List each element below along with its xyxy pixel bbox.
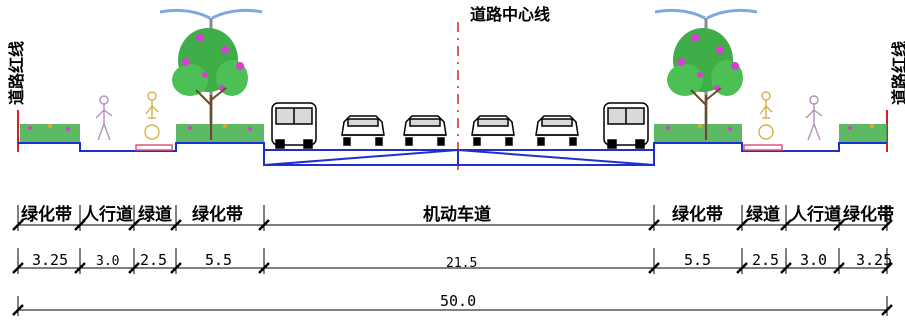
dim-tick-2-2	[128, 262, 140, 274]
bike-lane-left	[135, 144, 173, 151]
dim-tick-total-0	[12, 304, 24, 316]
dim-tick-1-3	[170, 219, 182, 231]
dim-tick-1-6	[736, 219, 748, 231]
dim-tick-1-4	[258, 219, 270, 231]
zone-label-3: 绿道	[138, 204, 172, 225]
zone-label-6: 绿化带	[672, 204, 723, 225]
shrub-strip-left-outer	[20, 124, 80, 142]
car-icon-2	[403, 115, 447, 146]
zone-label-7: 绿道	[746, 204, 780, 225]
width-value-6: 5.5	[684, 251, 711, 269]
dim-tick-1-0	[12, 219, 24, 231]
zone-label-9: 绿化带	[843, 204, 894, 225]
width-value-3: 2.5	[140, 251, 167, 269]
zone-label-5: 机动车道	[423, 204, 491, 225]
cyclist-icon-right	[758, 91, 774, 140]
zone-label-1: 绿化带	[21, 204, 72, 225]
pedestrian-icon-right	[805, 95, 823, 141]
width-value-1: 3.25	[32, 251, 68, 269]
dimension-lines	[12, 205, 893, 316]
dim-tick-2-5	[648, 262, 660, 274]
zone-labels: 绿化带 人行道 绿道 绿化带 机动车道 绿化带 绿道 人行道 绿化带	[21, 204, 894, 225]
dim-tick-2-1	[74, 262, 86, 274]
dim-tick-2-6	[736, 262, 748, 274]
width-value-7: 2.5	[752, 251, 779, 269]
shrub-strip-left-inner	[176, 124, 264, 142]
bus-icon-left	[271, 102, 317, 149]
zone-label-2: 人行道	[82, 204, 133, 225]
zone-label-4: 绿化带	[192, 204, 243, 225]
tree-lamp-right	[654, 8, 758, 140]
dim-tick-2-3	[170, 262, 182, 274]
bike-lane-right	[743, 144, 783, 151]
bus-icon-right	[603, 102, 649, 149]
dim-tick-1-7	[780, 219, 792, 231]
width-value-8: 3.0	[800, 251, 827, 269]
dim-tick-1-2	[128, 219, 140, 231]
width-value-9: 3.25	[856, 251, 892, 269]
dim-tick-1-9	[881, 219, 893, 231]
car-icon-4	[535, 115, 579, 146]
pedestrian-icon-left	[95, 95, 113, 141]
shrub-strip-right-inner	[654, 124, 742, 142]
width-values: 3.25 3.0 2.5 5.5 21.5 5.5 2.5 3.0 3.25	[32, 251, 892, 271]
total-width-value: 50.0	[440, 292, 476, 310]
left-red-line-label: 道路红线	[7, 41, 26, 105]
dim-tick-1-8	[833, 219, 845, 231]
dim-tick-2-7	[780, 262, 792, 274]
car-icon-3	[471, 115, 515, 146]
center-line-label: 道路中心线	[470, 5, 550, 24]
width-value-4: 5.5	[205, 251, 232, 269]
dim-tick-2-0	[12, 262, 24, 274]
right-red-line-label: 道路红线	[890, 41, 905, 105]
dim-tick-1-1	[74, 219, 86, 231]
width-value-2: 3.0	[96, 254, 119, 269]
cyclist-icon-left	[144, 91, 160, 140]
car-icon-1	[341, 115, 385, 146]
dim-tick-2-9	[881, 262, 893, 274]
dim-tick-2-8	[833, 262, 845, 274]
dim-tick-1-5	[648, 219, 660, 231]
width-value-5: 21.5	[446, 256, 477, 271]
zone-label-8: 人行道	[790, 204, 841, 225]
road-profile	[18, 142, 887, 167]
tree-lamp-left	[159, 8, 263, 140]
dim-tick-total-1	[881, 304, 893, 316]
dim-tick-2-4	[258, 262, 270, 274]
shrub-strip-right-outer	[839, 124, 887, 142]
